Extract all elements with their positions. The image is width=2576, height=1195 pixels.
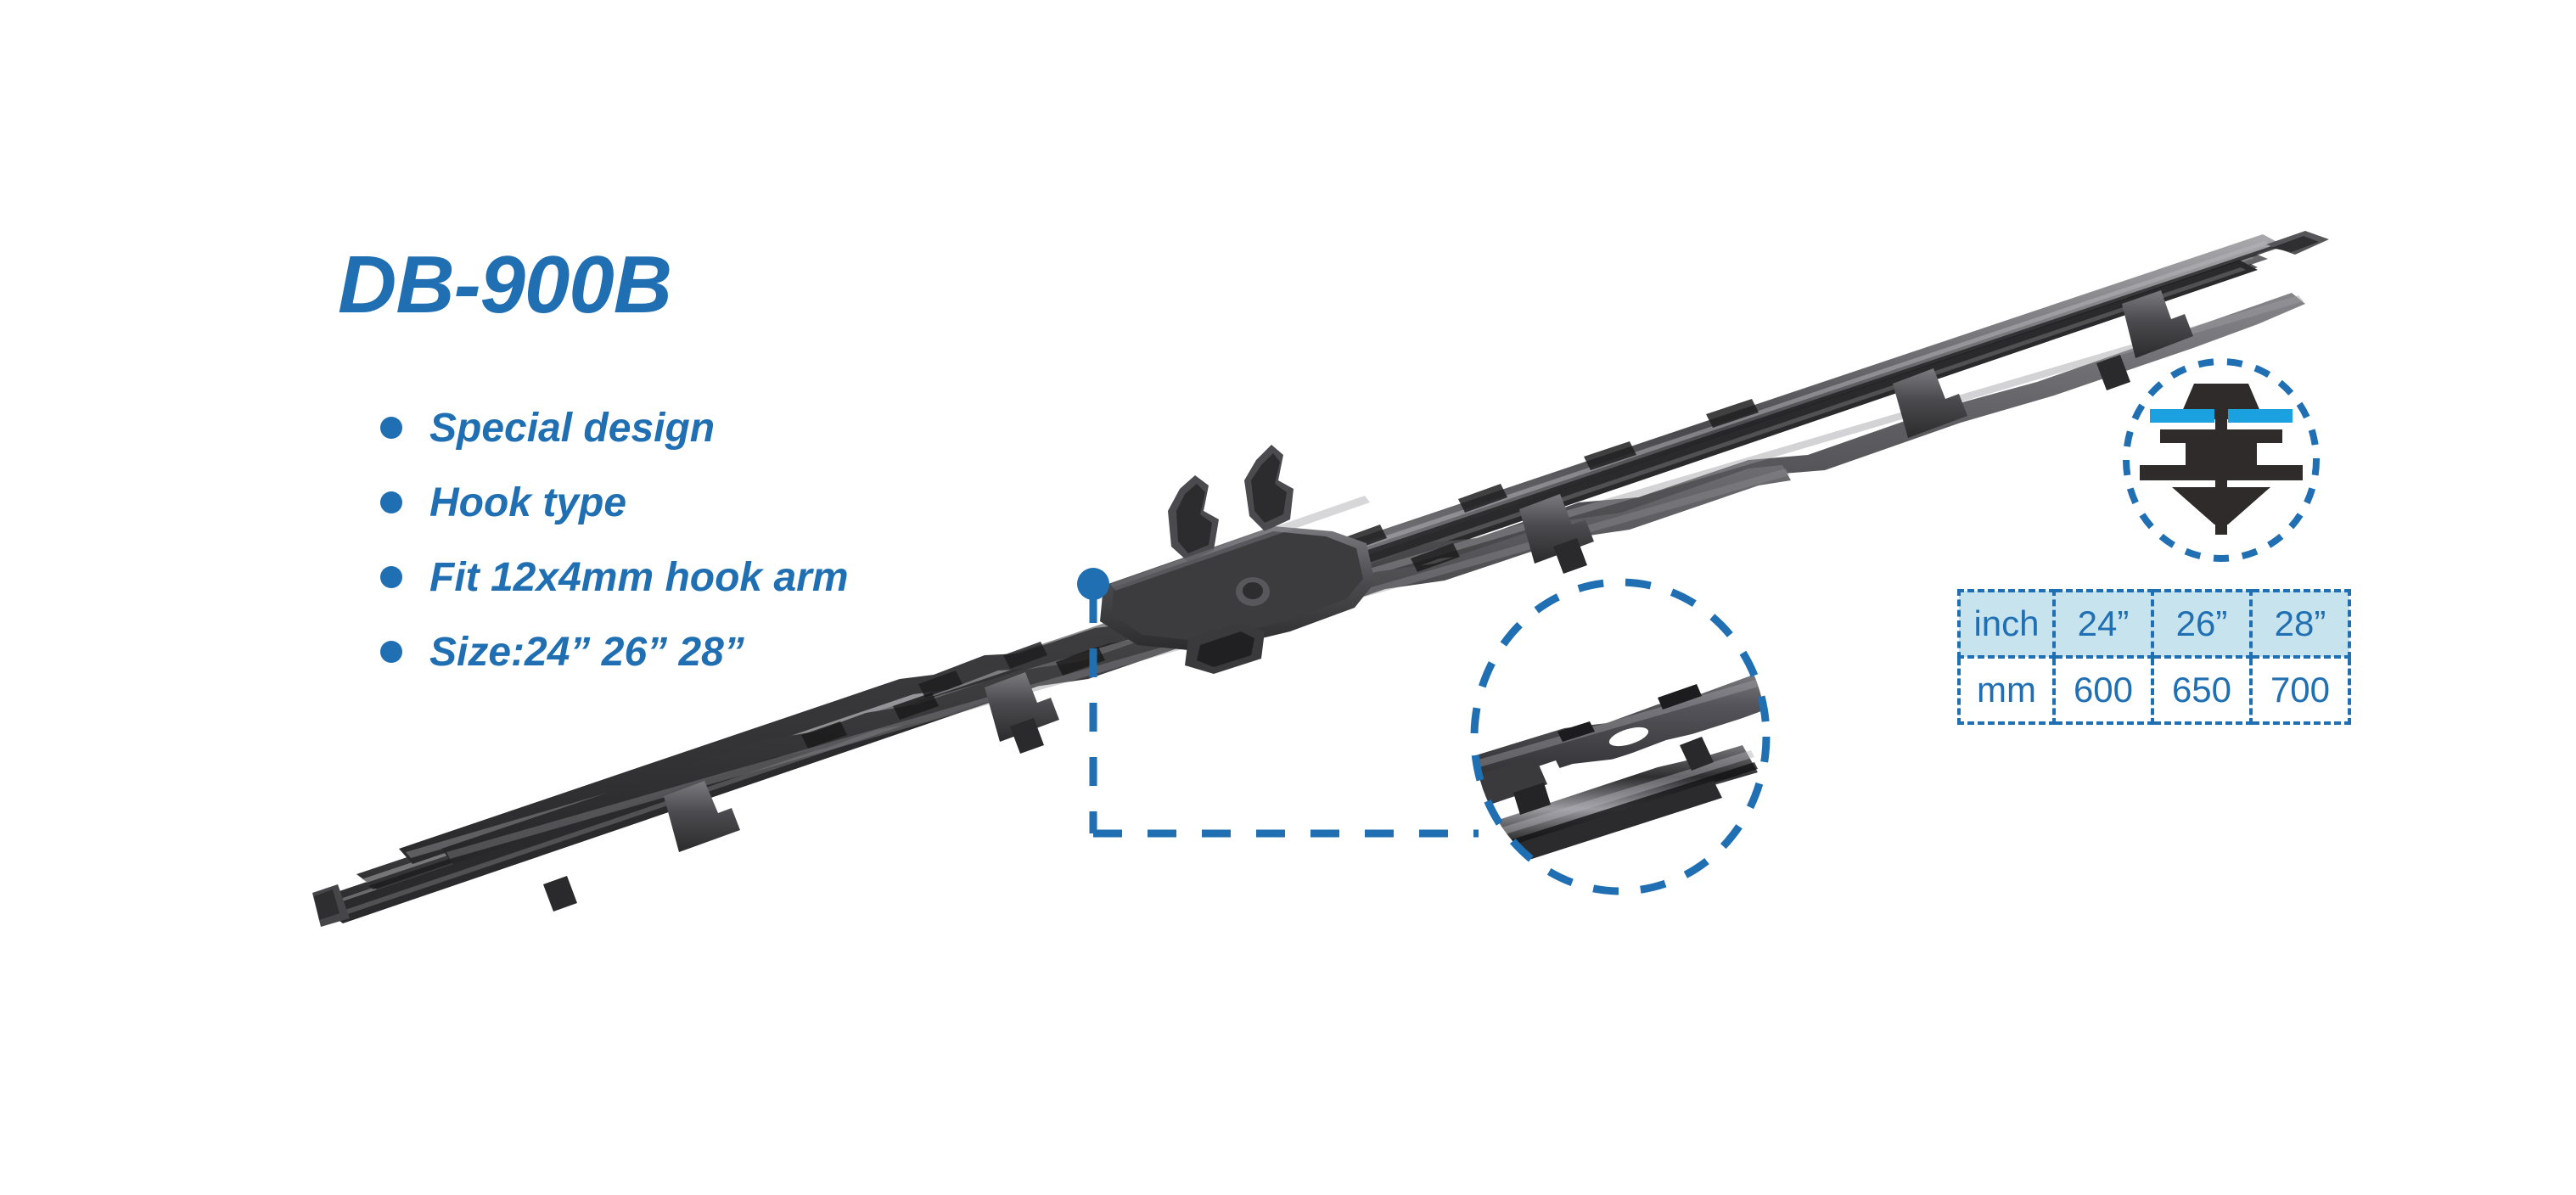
feature-item: Hook type <box>380 465 849 540</box>
bullet-icon <box>380 566 402 588</box>
blade-hook-connector <box>1100 445 1375 674</box>
feature-list: Special design Hook type Fit 12x4mm hook… <box>380 390 849 689</box>
product-model-title: DB-900B <box>338 239 672 330</box>
cross-section-spline-bars <box>2150 409 2293 423</box>
callout-anchor-dot <box>1077 568 1109 600</box>
wiper-cross-section-icon <box>2123 358 2320 562</box>
size-cell: 600 <box>2052 655 2154 725</box>
blade-right-end-cap <box>2266 231 2329 255</box>
blade-detail-zoom-circle <box>1470 578 1771 895</box>
feature-item: Fit 12x4mm hook arm <box>380 540 849 614</box>
blade-claw-links <box>664 290 2193 852</box>
feature-label: Special design <box>429 405 716 451</box>
size-cell: 650 <box>2151 655 2253 725</box>
feature-label: Hook type <box>429 480 627 525</box>
size-unit-label: inch <box>1957 589 2056 659</box>
feature-label: Size:24” 26” 28” <box>429 629 744 675</box>
feature-label: Fit 12x4mm hook arm <box>429 554 849 600</box>
size-unit-label: mm <box>1957 655 2056 725</box>
cross-section-glyph <box>2140 384 2303 535</box>
size-cell: 700 <box>2249 655 2351 725</box>
bullet-icon <box>380 417 402 439</box>
detail-circle-border <box>1470 578 1771 895</box>
feature-item: Special design <box>380 390 849 465</box>
size-cell: 24” <box>2052 589 2154 659</box>
table-row-inch: inch 24” 26” 28” <box>1957 589 2351 659</box>
feature-item: Size:24” 26” 28” <box>380 614 849 689</box>
size-specification-table: inch 24” 26” 28” mm 600 650 700 <box>1957 589 2351 725</box>
bullet-icon <box>380 641 402 663</box>
bullet-icon <box>380 491 402 513</box>
size-cell: 26” <box>2151 589 2253 659</box>
size-cell: 28” <box>2249 589 2351 659</box>
detail-zoom-content <box>1474 662 1766 888</box>
cross-section-circle-border <box>2123 358 2320 562</box>
table-row-mm: mm 600 650 700 <box>1957 655 2351 725</box>
